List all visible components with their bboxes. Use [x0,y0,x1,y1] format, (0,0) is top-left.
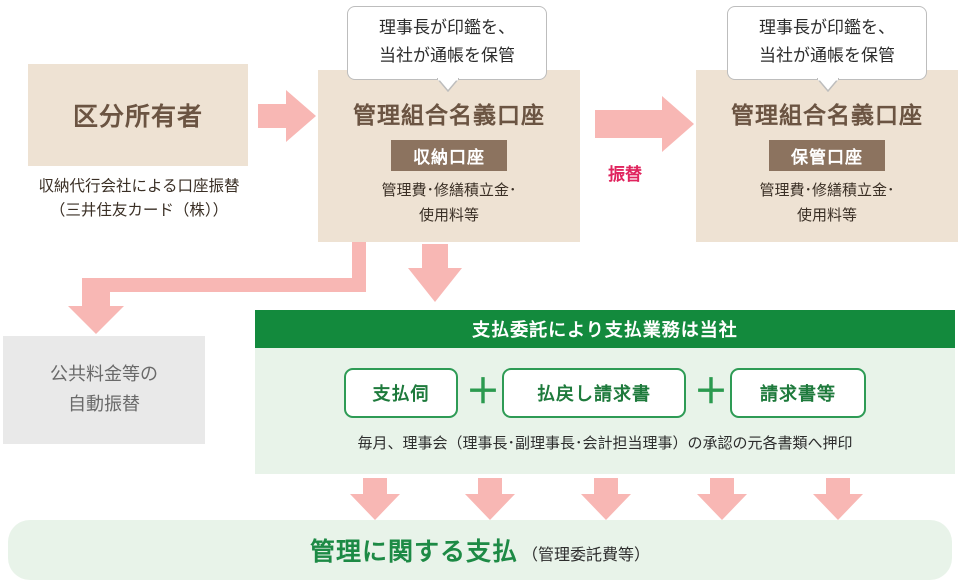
arrow-down-4 [697,478,747,520]
management-payment-title: 管理に関する支払 [309,537,518,566]
arrow-collection-to-public [68,242,366,334]
collection-account-tag: 収納口座 [391,140,507,171]
custody-speech-bubble: 理事長が印鑑を、 当社が通帳を保管 [727,6,927,80]
custody-note-line1: 管理費･修繕積立金･ [759,181,895,199]
custody-bubble-line1: 理事長が印鑑を、 [759,18,895,38]
arrow-owner-to-collection [258,90,316,142]
owner-note-line1: 収納代行会社による口座振替 [38,177,240,195]
public-fee-line1: 公共料金等の [50,364,158,385]
arrow-transfer [595,96,694,152]
payment-item-invoices: 請求書等 [730,368,866,418]
payment-item-withdrawal-request: 払戻し請求書 [502,368,686,418]
plus-icon: ＋ [694,372,728,412]
custody-note-line2: 使用料等 [796,206,857,224]
owner-box: 区分所有者 [28,64,248,166]
custody-bubble-line2: 当社が通帳を保管 [759,46,895,66]
transfer-label: 振替 [608,165,642,185]
plus-icon: ＋ [466,372,500,412]
custody-bubble-tail [817,78,839,92]
collection-note-line1: 管理費･修繕積立金･ [381,181,517,199]
collection-bubble-line1: 理事長が印鑑を、 [379,18,515,38]
arrow-down-5 [813,478,863,520]
public-fee-box: 公共料金等の 自動振替 [3,336,205,444]
arrow-down-2 [465,478,515,520]
payment-item-inquiry: 支払伺 [344,368,458,418]
public-fee-line2: 自動振替 [68,394,140,415]
collection-account-note: 管理費･修繕積立金･ 使用料等 [318,178,580,228]
collection-bubble-line2: 当社が通帳を保管 [379,46,515,66]
owner-note: 収納代行会社による口座振替 （三井住友カード（株）） [0,174,278,222]
custody-account-title: 管理組合名義口座 [731,103,923,129]
custody-account-box: 管理組合名義口座 保管口座 管理費･修繕積立金･ 使用料等 [696,70,958,242]
management-payment-banner: 管理に関する支払 （管理委託費等） [8,520,952,580]
custody-account-note: 管理費･修繕積立金･ 使用料等 [696,178,958,228]
collection-note-line2: 使用料等 [418,206,479,224]
owner-note-line2: （三井住友カード（株）） [49,201,229,219]
collection-bubble-tail [437,78,459,92]
payment-section-note: 毎月、理事会（理事長･副理事長･会計担当理事）の承認の元各書類へ押印 [357,434,853,452]
arrow-down-3 [581,478,631,520]
collection-speech-bubble: 理事長が印鑑を、 当社が通帳を保管 [347,6,547,80]
payment-section-header: 支払委託により支払業務は当社 [255,310,955,348]
collection-account-box: 管理組合名義口座 収納口座 管理費･修繕積立金･ 使用料等 [318,70,580,242]
custody-account-tag: 保管口座 [769,140,885,171]
management-payment-subtitle: （管理委託費等） [522,545,651,564]
owner-title: 区分所有者 [72,102,203,131]
arrow-collection-to-payment [408,244,462,302]
collection-account-title: 管理組合名義口座 [353,103,545,129]
arrow-down-1 [350,478,400,520]
